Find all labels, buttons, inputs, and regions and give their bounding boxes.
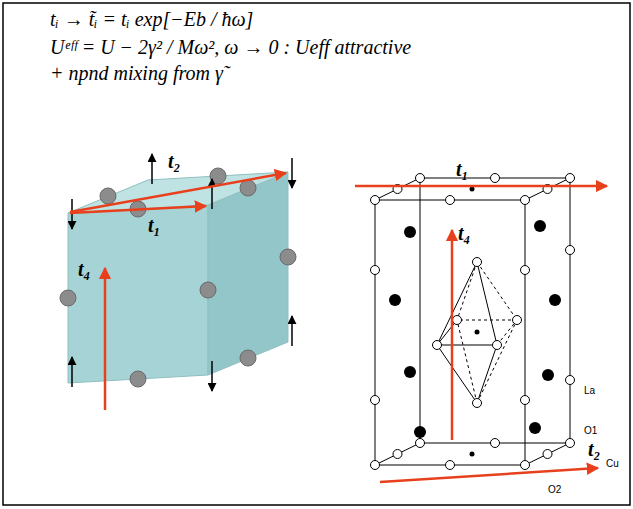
cube-top-face xyxy=(68,172,288,213)
oxygen-atom xyxy=(521,461,530,470)
octahedron-edge xyxy=(437,262,477,345)
frame xyxy=(3,3,630,505)
hopping-label: t₂ xyxy=(168,150,181,172)
spin-arrow xyxy=(151,154,153,184)
octahedron-edge xyxy=(437,345,497,346)
atom-label: La xyxy=(584,385,595,396)
formula: + npnd mixing from γ̃ xyxy=(50,62,223,84)
oxygen-atom xyxy=(566,174,575,183)
octahedron-edge xyxy=(477,262,517,320)
cell-edge xyxy=(375,200,376,465)
octahedron-edge xyxy=(477,345,497,403)
oxygen-atom xyxy=(521,266,530,275)
spin-arrow xyxy=(211,361,213,391)
cell-edge xyxy=(570,178,571,443)
oxygen-atom xyxy=(566,376,575,385)
octahedron-edge xyxy=(477,262,497,345)
octahedron-edge xyxy=(477,320,517,403)
oxygen-atom xyxy=(566,246,575,255)
copper-atom xyxy=(470,452,475,457)
lanthanum-atom xyxy=(542,369,554,381)
copper-atom xyxy=(475,330,480,335)
hopping-arrow xyxy=(104,268,107,410)
oxygen-atom xyxy=(393,450,402,459)
spin-arrow xyxy=(211,179,213,209)
oxygen-atom xyxy=(543,450,552,459)
grey-atom xyxy=(200,282,216,298)
grey-atom xyxy=(60,290,76,306)
cell-edge xyxy=(420,178,421,443)
atom-label: Cu xyxy=(606,458,619,469)
oxygen-atom xyxy=(473,399,482,408)
lanthanum-atom xyxy=(549,294,561,306)
hopping-arrow xyxy=(380,468,598,482)
atom-label: O2 xyxy=(548,484,561,495)
octahedron-edge xyxy=(457,320,477,403)
oxygen-atom xyxy=(416,174,425,183)
oxygen-atom xyxy=(371,396,380,405)
cell-edge xyxy=(525,200,526,465)
oxygen-atom xyxy=(513,316,522,325)
spin-arrow xyxy=(291,316,293,346)
oxygen-atom xyxy=(521,196,530,205)
grey-atom xyxy=(280,249,296,265)
hopping-label: t₄ xyxy=(78,258,91,280)
oxygen-atom xyxy=(416,439,425,448)
crystal-structure xyxy=(371,174,575,470)
lanthanum-atom xyxy=(404,226,416,238)
lanthanum-atom xyxy=(529,422,541,434)
oxygen-atom xyxy=(446,196,455,205)
cuo2-plane xyxy=(375,443,570,465)
atom-label: O1 xyxy=(584,425,597,436)
formula: Uᵉᶠᶠ = U − 2γ² / Mω², ω → 0 : Ueff attra… xyxy=(50,36,411,58)
oxygen-atom xyxy=(433,341,442,350)
octahedron-edge xyxy=(457,262,477,320)
oxygen-atom xyxy=(446,461,455,470)
formula: tᵢ → t̃ᵢ = tᵢ exp[−Eb / ħω] xyxy=(50,8,253,30)
hopping-arrow xyxy=(355,185,607,188)
oxygen-atom xyxy=(566,439,575,448)
lanthanum-atom xyxy=(534,220,546,232)
octahedron-edge xyxy=(437,345,477,403)
grey-atom xyxy=(100,188,116,204)
lanthanum-atom xyxy=(404,366,416,378)
grey-atom xyxy=(240,350,256,366)
lanthanum-atom xyxy=(389,294,401,306)
oxygen-atom xyxy=(491,439,500,448)
oxygen-atom xyxy=(453,316,462,325)
cuo2-plane xyxy=(375,178,570,200)
spin-arrow xyxy=(71,357,73,387)
spin-arrow xyxy=(291,158,293,188)
lanthanum-atom xyxy=(414,426,426,438)
cube-front-face xyxy=(68,205,208,383)
oxygen-atom xyxy=(371,196,380,205)
hopping-label: t₁ xyxy=(456,158,469,180)
oxygen-atom xyxy=(491,174,500,183)
octahedron-edge xyxy=(457,320,517,321)
cube-figure xyxy=(68,172,288,383)
grey-atom xyxy=(240,180,256,196)
oxygen-atom xyxy=(473,258,482,267)
oxygen-atom xyxy=(371,461,380,470)
oxygen-atom xyxy=(493,341,502,350)
cube-right-face xyxy=(208,172,288,375)
hopping-label: t₂ xyxy=(588,438,601,460)
hopping-label: t₁ xyxy=(148,214,161,236)
grey-atom xyxy=(130,371,146,387)
hopping-arrow xyxy=(451,230,454,440)
hopping-arrow xyxy=(70,173,286,212)
hopping-label: t₄ xyxy=(458,222,471,244)
oxygen-atom xyxy=(371,266,380,275)
oxygen-atom xyxy=(521,396,530,405)
